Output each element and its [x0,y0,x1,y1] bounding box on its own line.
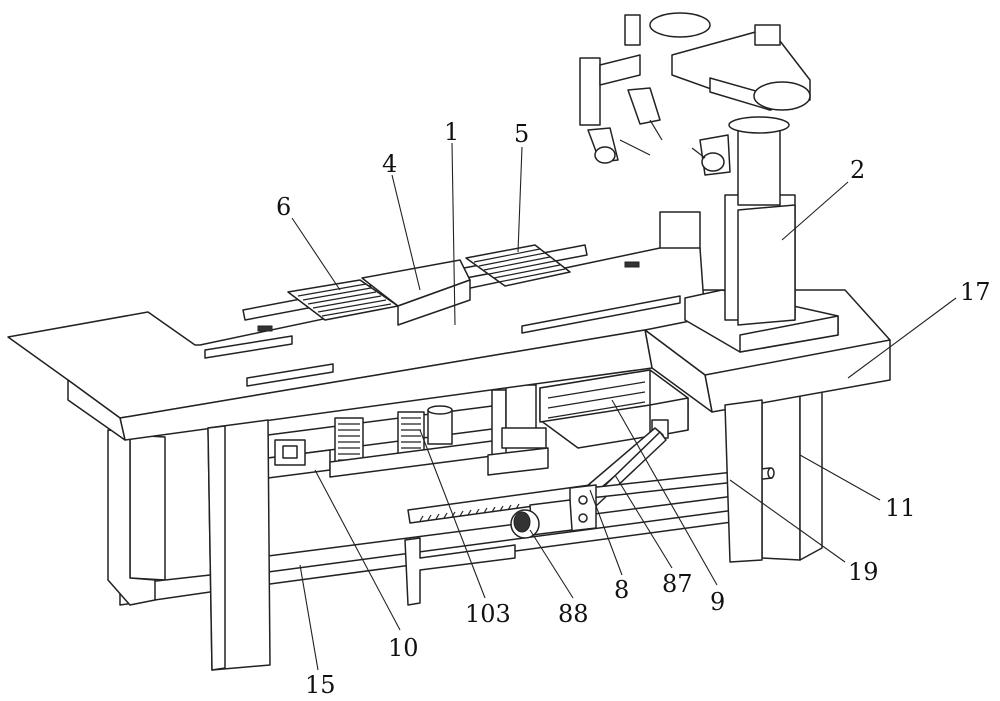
leader-5 [517,146,523,253]
label-9: 9 [710,588,725,616]
leader-6 [291,217,341,291]
label-5: 5 [514,120,529,148]
label-88: 88 [558,600,589,628]
label-10: 10 [388,634,419,662]
crank-handle [404,537,516,606]
label-1: 1 [444,118,459,146]
back-left-leg [129,434,166,581]
label-103: 103 [465,600,511,628]
leader-88 [529,529,574,599]
label-19: 19 [848,558,879,586]
label-6: 6 [276,193,291,221]
leader-8 [589,489,623,576]
leader-87 [614,474,673,569]
plate-5 [465,244,571,287]
leader-19 [729,479,846,563]
front-right-leg [724,399,763,563]
leader-103 [419,429,486,599]
leader-17 [847,297,957,379]
part-labels: 1 2 4 5 6 17 11 19 9 87 8 88 103 10 15 [276,118,991,699]
carriage-4 [361,259,471,326]
label-8: 8 [614,576,629,604]
leader-lines [291,142,957,671]
leader-1 [451,142,456,326]
label-17: 17 [960,278,991,306]
leader-9 [611,399,718,586]
table-top-1 [7,247,706,441]
label-15: 15 [305,671,336,699]
clip-left [257,325,273,332]
label-4: 4 [382,150,397,178]
clip-right [624,261,640,268]
block-9 [539,369,689,449]
leader-11 [799,454,881,501]
leader-4 [391,174,421,291]
left-u-frame [107,429,156,606]
label-2: 2 [850,156,865,184]
label-87: 87 [662,570,693,598]
label-11: 11 [885,494,916,522]
vertical-rail [487,384,549,476]
front-left-leg [207,419,271,671]
leader-2 [781,181,849,241]
robot-arm-2 [579,12,839,353]
rack-8 [407,484,597,532]
motor-88 [510,499,573,539]
leader-10 [314,469,401,631]
leader-15 [299,564,319,671]
